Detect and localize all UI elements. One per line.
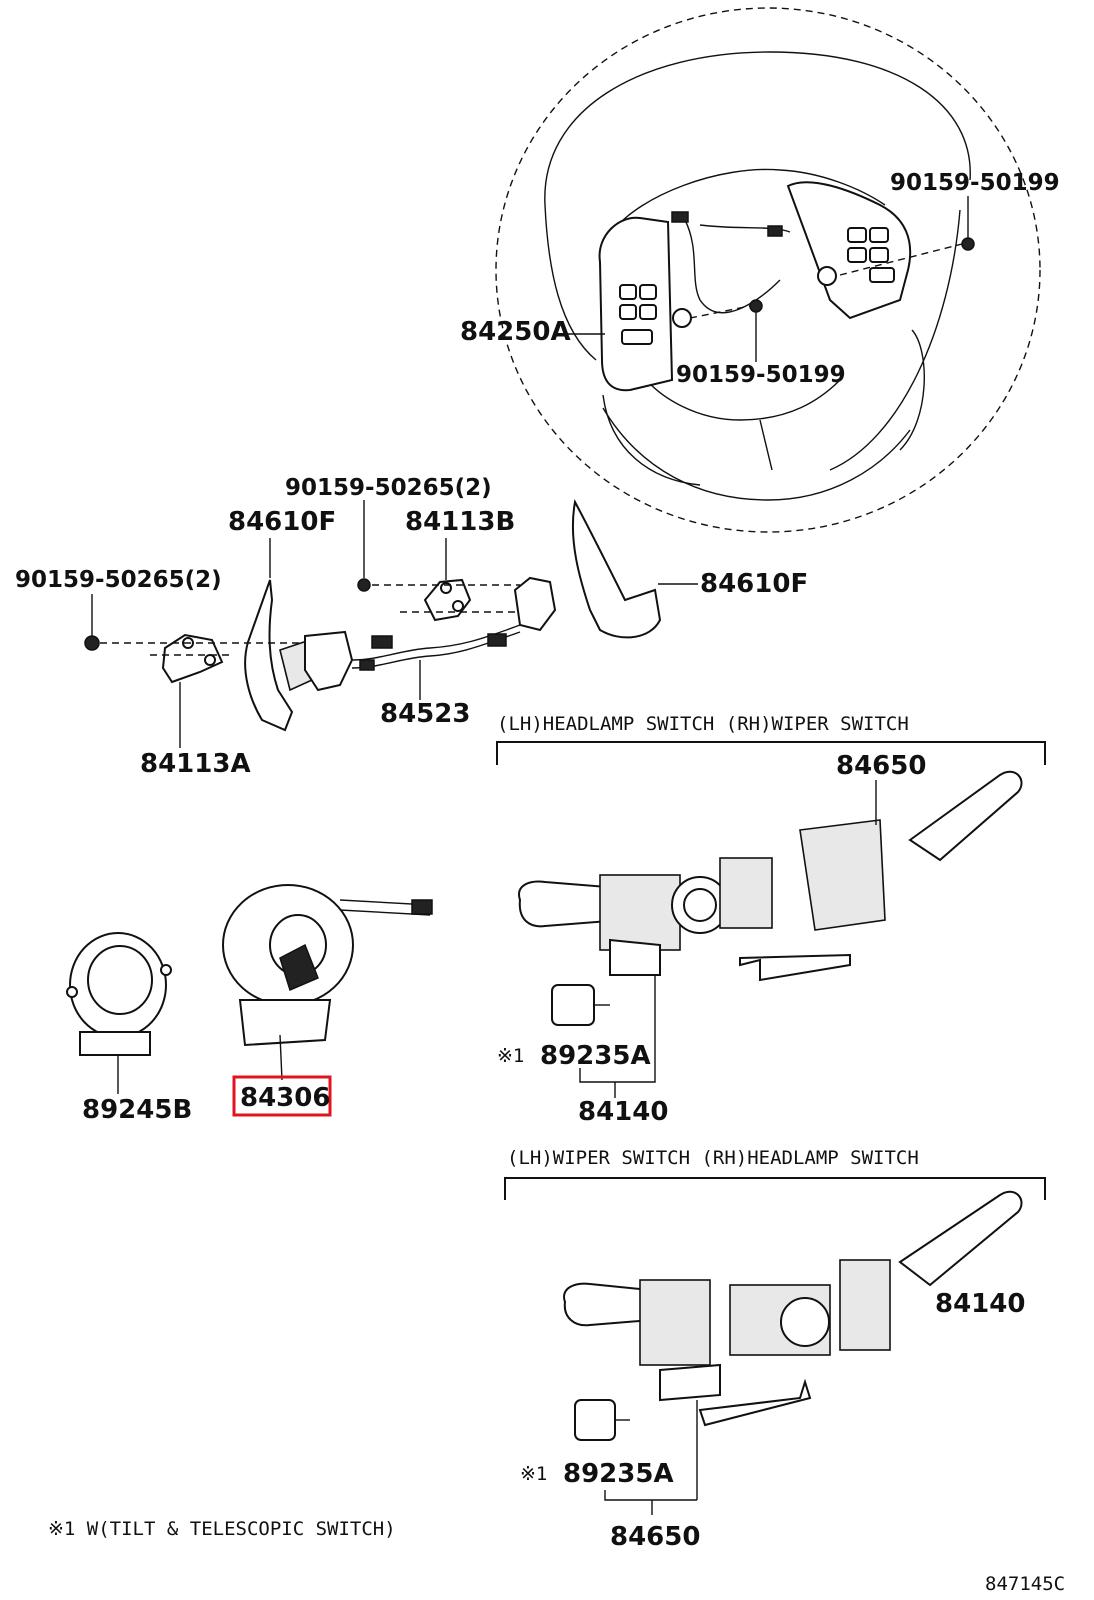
label-84610F-left: 84610F xyxy=(228,507,336,537)
label-90159-50199-mid: 90159-50199 xyxy=(676,362,846,388)
label-84140-group1: 84140 xyxy=(578,1097,668,1127)
label-84113B: 84113B xyxy=(405,507,515,537)
label-84306: 84306 xyxy=(240,1083,330,1113)
combination-switch-1-drawing xyxy=(496,741,1046,1098)
steering-wheel-drawing xyxy=(495,7,1041,533)
label-89235A-group2: 89235A xyxy=(563,1459,674,1489)
figure-code: 847145C xyxy=(985,1573,1065,1595)
label-84523: 84523 xyxy=(380,699,470,729)
label-84650-group1: 84650 xyxy=(836,751,926,781)
label-90159-50265-top: 90159-50265(2) xyxy=(285,475,492,501)
label-84113A: 84113A xyxy=(140,749,251,779)
group-2-title: (LH)WIPER SWITCH (RH)HEADLAMP SWITCH xyxy=(507,1147,919,1169)
label-84250A: 84250A xyxy=(460,317,571,347)
label-84140-group2: 84140 xyxy=(935,1289,1025,1319)
label-84650-group2: 84650 xyxy=(610,1522,700,1552)
footnote: ※1 W(TILT & TELESCOPIC SWITCH) xyxy=(48,1518,396,1540)
label-84610F-right: 84610F xyxy=(700,569,808,599)
label-89245B: 89245B xyxy=(82,1095,192,1125)
label-90159-50265-left: 90159-50265(2) xyxy=(15,567,222,593)
combination-switch-2-drawing xyxy=(504,1177,1046,1515)
mark-1-group1: ※1 xyxy=(497,1045,524,1067)
label-90159-50199-top: 90159-50199 xyxy=(890,170,1060,196)
spiral-cable-drawing xyxy=(222,884,433,1081)
highlight-box-84306 xyxy=(232,1075,332,1117)
steering-sensor-drawing xyxy=(66,932,172,1056)
paddle-shift-drawing xyxy=(84,499,662,732)
mark-1-group2: ※1 xyxy=(520,1463,547,1485)
group-1-title: (LH)HEADLAMP SWITCH (RH)WIPER SWITCH xyxy=(497,713,909,735)
label-89235A-group1: 89235A xyxy=(540,1041,651,1071)
